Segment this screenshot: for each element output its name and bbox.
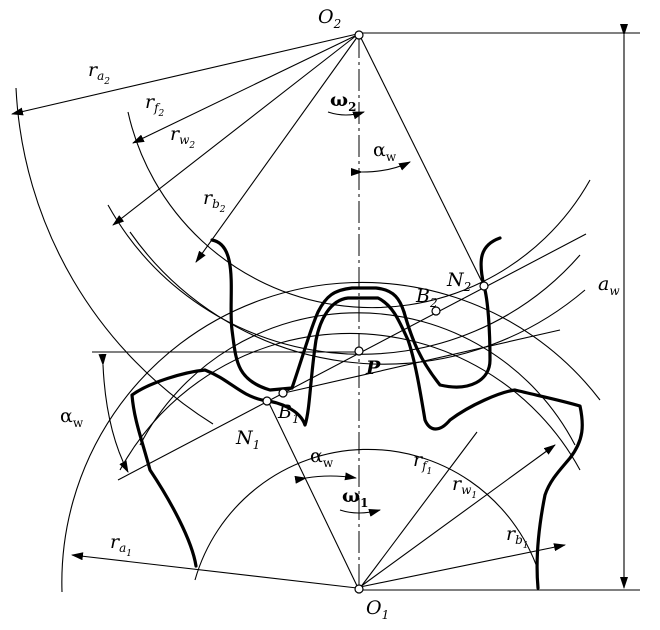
label-rf2: rf2	[145, 91, 165, 119]
label-n1: N1	[235, 427, 260, 452]
gear1-root-circle	[194, 448, 539, 581]
label-aw: aw	[598, 273, 620, 298]
omega2-arrow	[327, 111, 365, 120]
gear2-addendum-circle	[15, 87, 214, 425]
rb2-radius-line	[195, 35, 359, 263]
gear2-tooth-left	[210, 238, 294, 392]
gear2-tooth-right	[402, 236, 502, 389]
gear1-addendum-circle	[61, 281, 601, 593]
label-b2: B2	[415, 285, 438, 310]
label-omega2: ω2	[330, 89, 356, 114]
alpha-w-mid-arc	[294, 472, 357, 484]
label-p: P	[365, 357, 381, 379]
gear1-teeth-profile	[130, 296, 584, 590]
gear1-pitch-circle	[119, 332, 581, 471]
label-b1: B1	[277, 401, 300, 426]
label-alpha-w-top: αw	[373, 139, 397, 164]
label-n2: N2	[446, 269, 471, 294]
label-alpha-w-mid: αw	[310, 445, 334, 470]
label-alpha-w-left: αw	[60, 405, 84, 430]
rb1-radius-line	[359, 543, 566, 588]
label-rb1: rb1	[506, 523, 529, 551]
point-o1	[354, 584, 364, 594]
point-n2	[479, 281, 489, 291]
point-b1	[278, 388, 288, 398]
o2-n2-line	[358, 33, 485, 287]
label-rf1: rf1	[413, 449, 432, 477]
gear2-base-circle	[129, 231, 586, 365]
label-rw1: rw1	[452, 473, 477, 501]
label-ra2: ra2	[88, 59, 110, 87]
ra2-radius-line	[11, 33, 358, 116]
label-rw2: rw2	[170, 123, 195, 151]
point-n1	[262, 396, 272, 406]
alpha-w-left-arc	[98, 353, 129, 473]
label-o1: O1	[366, 597, 389, 622]
rw1-radius-line	[359, 444, 556, 588]
point-p	[354, 346, 364, 356]
rf2-radius-line	[132, 34, 358, 144]
point-b2	[431, 306, 441, 316]
ra1-radius-line	[71, 552, 358, 589]
label-rb2: rb2	[203, 187, 226, 215]
rf1-radius-line	[359, 431, 478, 589]
gear2-pitch-circle	[107, 204, 581, 355]
gear1-base-circle	[139, 312, 576, 446]
alpha-w-top-arc	[350, 161, 411, 177]
o1-n1-line	[267, 400, 360, 591]
line-of-action	[117, 233, 587, 481]
label-o2: O2	[318, 6, 341, 31]
gear2-root-circle	[127, 111, 591, 309]
gear2-tooth-center	[290, 286, 406, 390]
omega1-arrow	[339, 509, 381, 517]
label-ra1: ra1	[110, 531, 132, 559]
point-o2	[354, 30, 364, 40]
rw2-radius-line	[112, 34, 358, 226]
label-omega1: ω1	[342, 485, 368, 510]
